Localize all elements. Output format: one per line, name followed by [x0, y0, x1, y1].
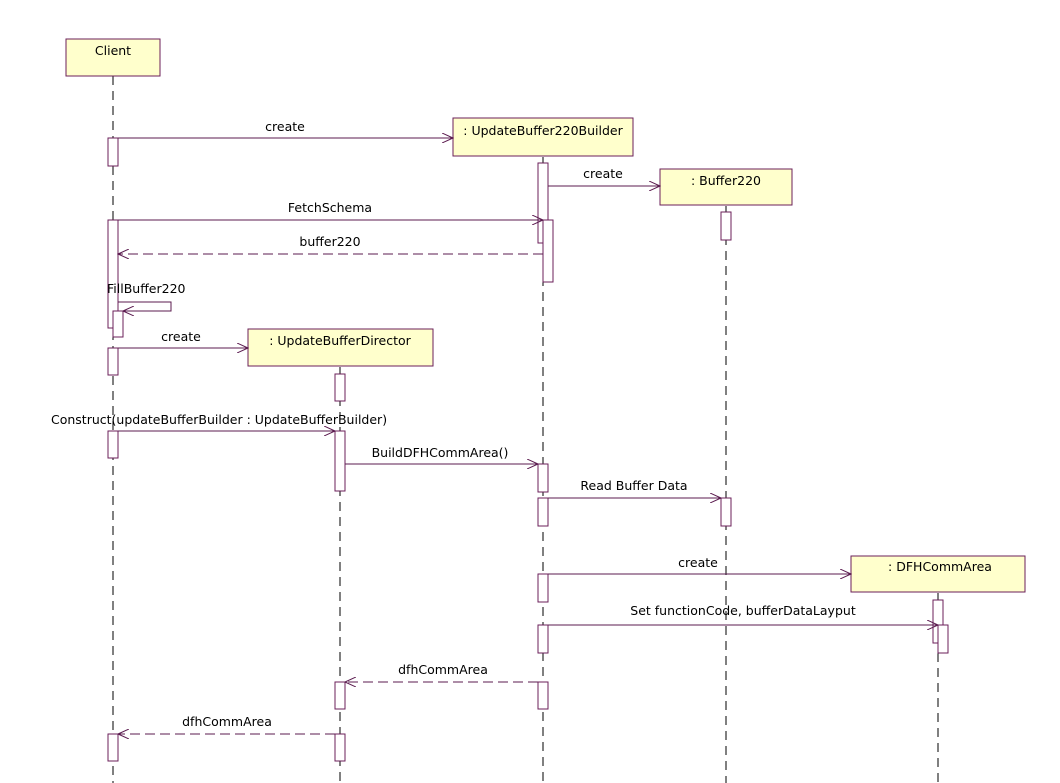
message-label: dfhCommArea [182, 714, 272, 729]
message-label: create [678, 555, 718, 570]
message-create-director: create [118, 329, 248, 348]
activation-bar [107, 430, 119, 459]
object-director[interactable]: : UpdateBufferDirector [247, 328, 434, 367]
activation-bar [537, 624, 549, 654]
object-buffer[interactable]: : Buffer220 [659, 168, 793, 206]
object-client[interactable]: Client [65, 38, 161, 77]
message-return-dfhcommarea-director: dfhCommArea [345, 662, 538, 682]
message-label: dfhCommArea [398, 662, 488, 677]
activation-bar [107, 137, 119, 167]
object-builder[interactable]: : UpdateBuffer220Builder [452, 117, 634, 157]
activation-bar [542, 219, 554, 283]
message-construct: Construct(updateBufferBuilder : UpdateBu… [51, 412, 387, 431]
activation-bar [537, 497, 549, 527]
message-label: buffer220 [299, 234, 360, 249]
object-label: : UpdateBuffer220Builder [463, 123, 623, 138]
message-label: create [265, 119, 305, 134]
message-read-buffer-data: Read Buffer Data [548, 478, 721, 498]
message-fetchschema: FetchSchema [118, 200, 543, 220]
activation-bar [107, 733, 119, 762]
message-label: BuildDFHCommArea() [372, 445, 509, 460]
message-label: create [161, 329, 201, 344]
activation-bar [107, 347, 119, 376]
message-label: create [583, 166, 623, 181]
activation-bar [334, 373, 346, 402]
message-self-fillbuffer220: FillBuffer220 [107, 281, 186, 311]
message-label: Set functionCode, bufferDataLayput [630, 603, 856, 618]
message-create-buffer: create [548, 166, 660, 186]
activation-bar [937, 624, 949, 654]
object-commarea[interactable]: : DFHCommArea [850, 555, 1026, 593]
activation-bar [334, 733, 346, 762]
object-label: Client [95, 43, 131, 58]
activation-bar [537, 681, 549, 710]
object-label: : Buffer220 [691, 173, 761, 188]
message-create-builder: create [118, 119, 453, 138]
activation-bar [537, 573, 549, 603]
message-label: FetchSchema [288, 200, 372, 215]
activation-bar [112, 310, 124, 338]
activation-bar [537, 463, 549, 493]
activation-bar [720, 497, 732, 527]
message-label: Construct(updateBufferBuilder : UpdateBu… [51, 412, 387, 427]
message-builddfhcommarea: BuildDFHCommArea() [345, 445, 538, 464]
activation-bar [334, 430, 346, 492]
message-create-commarea: create [548, 555, 851, 574]
message-set-functioncode: Set functionCode, bufferDataLayput [548, 603, 938, 625]
activation-bar [334, 681, 346, 710]
activation-bar [720, 211, 732, 241]
object-label: : UpdateBufferDirector [269, 333, 411, 348]
message-return-buffer220: buffer220 [118, 234, 543, 254]
message-label: Read Buffer Data [580, 478, 687, 493]
message-return-dfhcommarea-client: dfhCommArea [118, 714, 335, 734]
object-label: : DFHCommArea [888, 559, 992, 574]
message-label: FillBuffer220 [107, 281, 186, 296]
